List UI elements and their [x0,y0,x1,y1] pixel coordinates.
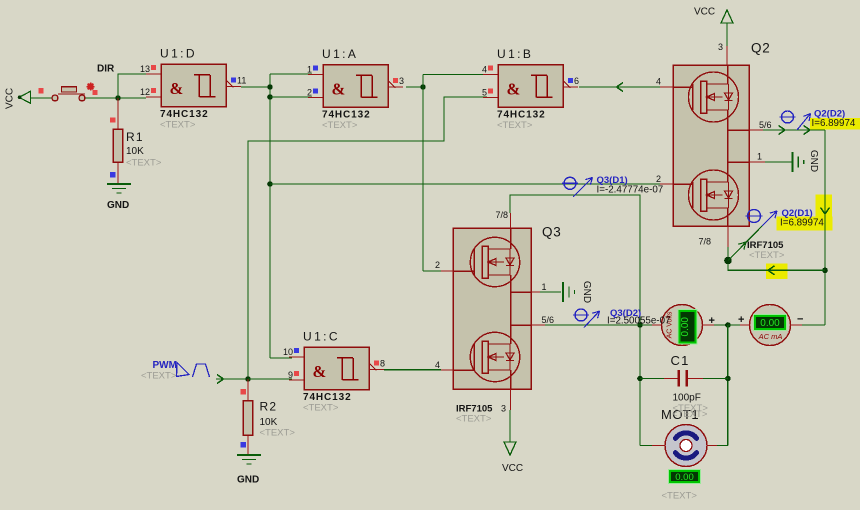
svg-text:12: 12 [140,87,150,97]
svg-text:U1:C: U1:C [303,330,340,344]
svg-text:74HC132: 74HC132 [322,110,371,121]
svg-text:+: + [738,314,744,326]
svg-text:&: & [332,80,346,99]
svg-text:&: & [507,80,521,99]
svg-text:1: 1 [542,282,547,292]
svg-text:I=2.50055e-07: I=2.50055e-07 [607,316,670,327]
svg-text:Q2: Q2 [751,41,771,56]
svg-text:AC mA: AC mA [758,332,783,341]
svg-text:GND: GND [237,475,259,486]
svg-text:1: 1 [307,65,312,75]
svg-text:U1:A: U1:A [322,47,358,61]
svg-text:R2: R2 [260,400,278,414]
svg-text:2: 2 [435,260,440,270]
svg-text:<TEXT>: <TEXT> [160,120,196,131]
svg-text:11: 11 [237,76,246,86]
svg-text:0.00: 0.00 [760,318,780,329]
svg-text:<TEXT>: <TEXT> [303,403,339,414]
svg-text:74HC132: 74HC132 [303,392,352,403]
svg-text:7/8: 7/8 [698,237,711,247]
svg-text:C1: C1 [671,353,690,368]
svg-text:10K: 10K [260,417,278,428]
svg-text:10: 10 [283,347,293,357]
svg-text:4: 4 [656,77,661,87]
svg-text:GND: GND [808,150,819,172]
svg-text:13: 13 [140,64,150,74]
svg-text:VCC: VCC [694,7,715,18]
svg-text:<TEXT>: <TEXT> [126,158,162,169]
svg-text:I=6.89974: I=6.89974 [812,118,856,129]
svg-text:5/6: 5/6 [759,120,772,130]
svg-text:0.00: 0.00 [680,317,691,337]
svg-text:&: & [170,79,184,98]
svg-text:Q3: Q3 [542,225,562,240]
svg-text:3: 3 [501,404,506,414]
svg-text:5/6: 5/6 [542,315,555,325]
svg-text:0.00: 0.00 [675,472,694,483]
svg-text:&: & [313,362,327,381]
svg-text:100pF: 100pF [673,393,701,404]
svg-text:<TEXT>: <TEXT> [260,428,296,439]
svg-text:<TEXT>: <TEXT> [749,250,785,261]
svg-text:2: 2 [307,88,312,98]
svg-text:GND: GND [107,200,129,211]
svg-text:R1: R1 [126,130,144,144]
svg-text:74HC132: 74HC132 [497,110,546,121]
svg-text:7/8: 7/8 [495,210,508,220]
svg-text:<TEXT>: <TEXT> [662,491,698,502]
svg-text:+: + [709,315,715,327]
svg-text:I=-2.47774e-07: I=-2.47774e-07 [597,185,664,196]
svg-text:8: 8 [380,359,385,369]
svg-text:3: 3 [718,42,723,52]
svg-text:1: 1 [757,152,762,162]
svg-text:VCC: VCC [5,88,16,109]
svg-text:2: 2 [656,174,661,184]
svg-text:GND: GND [581,281,592,303]
svg-text:DIR: DIR [97,64,115,75]
svg-text:VCC: VCC [502,463,523,474]
svg-text:5: 5 [482,88,487,98]
svg-text:<TEXT>: <TEXT> [456,414,492,425]
svg-text:10K: 10K [126,146,144,157]
svg-text:I=6.89974: I=6.89974 [780,218,824,229]
svg-text:9: 9 [288,370,293,380]
svg-text:74HC132: 74HC132 [160,109,209,120]
svg-text:−: − [797,314,803,326]
svg-text:<TEXT>: <TEXT> [497,120,533,131]
svg-text:PWM: PWM [153,360,177,371]
svg-text:<TEXT>: <TEXT> [141,371,177,382]
svg-text:U1:D: U1:D [160,47,197,61]
svg-text:U1:B: U1:B [497,47,533,61]
svg-text:6: 6 [574,76,579,86]
svg-text:<TEXT>: <TEXT> [672,409,708,420]
svg-text:<TEXT>: <TEXT> [322,120,358,131]
svg-text:4: 4 [482,65,487,75]
svg-text:3: 3 [399,76,404,86]
svg-text:4: 4 [435,360,440,370]
